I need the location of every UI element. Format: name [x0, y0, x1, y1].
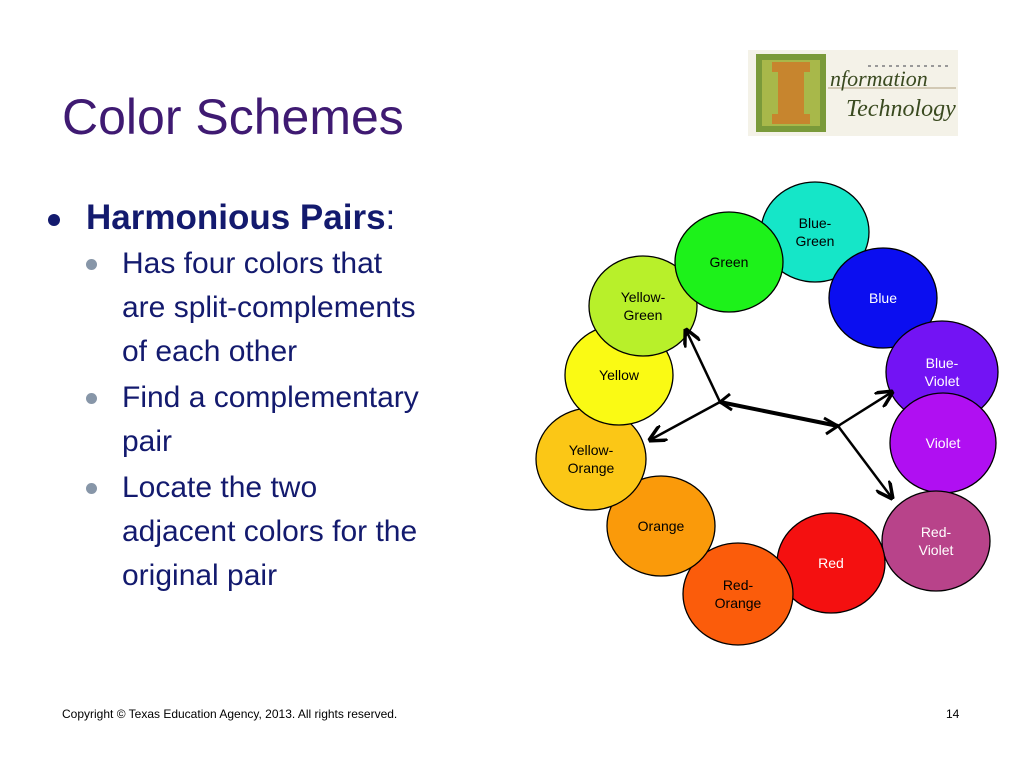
color-circle-violet: Violet	[889, 392, 997, 494]
color-circle-label: Blue-	[926, 355, 959, 371]
central-arrowhead-right	[823, 416, 841, 436]
sub-bullet-line: original pair	[122, 559, 278, 592]
color-circle-blue-green: Blue- Green	[760, 181, 870, 283]
arrow-to-blue-violet	[837, 392, 892, 428]
arrow-to-yellow-orange	[650, 400, 721, 440]
color-wheel-diagram: Blue-GreenBlueBlue-VioletVioletRed-Viole…	[535, 181, 999, 646]
color-circle-red-violet: Red- Violet	[881, 490, 991, 592]
sub-bullet-dot-icon	[86, 483, 97, 494]
color-circle-label: Orange	[638, 518, 685, 534]
central-double-arrow	[719, 400, 839, 428]
color-circle-green: Green	[674, 211, 784, 313]
sub-bullet-line: of each other	[122, 335, 298, 368]
information-technology-logo: nformation Technology	[748, 50, 958, 136]
color-circle-yellow-orange: Yellow- Orange	[535, 407, 647, 511]
color-circle-label: Violet	[926, 435, 961, 451]
color-circle-label: Orange	[568, 460, 615, 476]
color-circle-label: Blue	[869, 290, 897, 306]
color-circle-label: Green	[710, 254, 749, 270]
color-circle-label: Yellow-	[621, 289, 666, 305]
bullet-list: Harmonious Pairs: Has four colors that a…	[40, 196, 510, 598]
central-arrowhead-left	[717, 392, 733, 412]
sub-bullet-line: are split-complements	[122, 291, 416, 324]
color-circle-label: Red-	[921, 524, 952, 540]
color-circle-red: Red	[776, 512, 886, 614]
slide-title: Color Schemes	[62, 89, 404, 145]
copyright-footer: Copyright © Texas Education Agency, 2013…	[62, 707, 398, 721]
color-circle-yellow-green: Yellow- Green	[588, 255, 698, 357]
bullet-dot-icon	[48, 214, 60, 226]
sub-bullet-line: pair	[122, 425, 173, 458]
color-circle-label: Yellow-	[569, 442, 614, 458]
color-circle-label: Green	[796, 233, 835, 249]
color-circle-shape	[682, 542, 794, 646]
color-circle-orange: Orange	[606, 475, 716, 577]
color-circle-shape	[881, 490, 991, 592]
sub-bullet-dot-icon	[86, 259, 97, 270]
sub-bullet-dot-icon	[86, 393, 97, 404]
bullet-heading-text: Harmonious Pairs	[86, 198, 386, 237]
sub-bullet-1: Has four colors that are split-complemen…	[40, 242, 510, 374]
color-circle-label: Green	[624, 307, 663, 323]
page-number: 14	[946, 707, 960, 721]
color-circles: Blue-GreenBlueBlue-VioletVioletRed-Viole…	[535, 181, 999, 646]
sub-bullet-line: adjacent colors for the	[122, 515, 418, 548]
logo-text-line-1: nformation	[830, 66, 928, 91]
sub-bullet-line: Find a complementary	[122, 381, 419, 414]
color-circle-blue-violet: Blue- Violet	[885, 320, 999, 424]
logo-text-line-2: Technology	[846, 96, 956, 122]
bullet-heading-colon: :	[385, 198, 396, 237]
arrow-to-yellow-green	[686, 330, 722, 403]
color-circle-shape	[674, 211, 784, 313]
color-circle-red-orange: Red- Orange	[682, 542, 794, 646]
arrows	[650, 330, 892, 498]
color-circle-shape	[606, 475, 716, 577]
arrow-to-red-violet	[837, 425, 892, 498]
color-circle-label: Violet	[919, 542, 954, 558]
color-circle-label: Orange	[715, 595, 762, 611]
color-circle-shape	[828, 247, 938, 349]
color-circle-label: Violet	[925, 373, 960, 389]
sub-bullet-line: Locate the two	[122, 471, 318, 504]
color-circle-label: Yellow	[599, 367, 640, 383]
color-circle-label: Blue-	[799, 215, 832, 231]
bullet-heading: Harmonious Pairs:	[40, 196, 510, 240]
sub-bullet-3: Locate the two adjacent colors for the o…	[40, 466, 510, 598]
color-circle-label: Red	[818, 555, 844, 571]
sub-bullet-2: Find a complementary pair	[40, 376, 510, 464]
sub-bullet-line: Has four colors that	[122, 247, 383, 280]
color-circle-shape	[588, 255, 698, 357]
color-circle-blue: Blue	[828, 247, 938, 349]
color-circle-label: Red-	[723, 577, 754, 593]
